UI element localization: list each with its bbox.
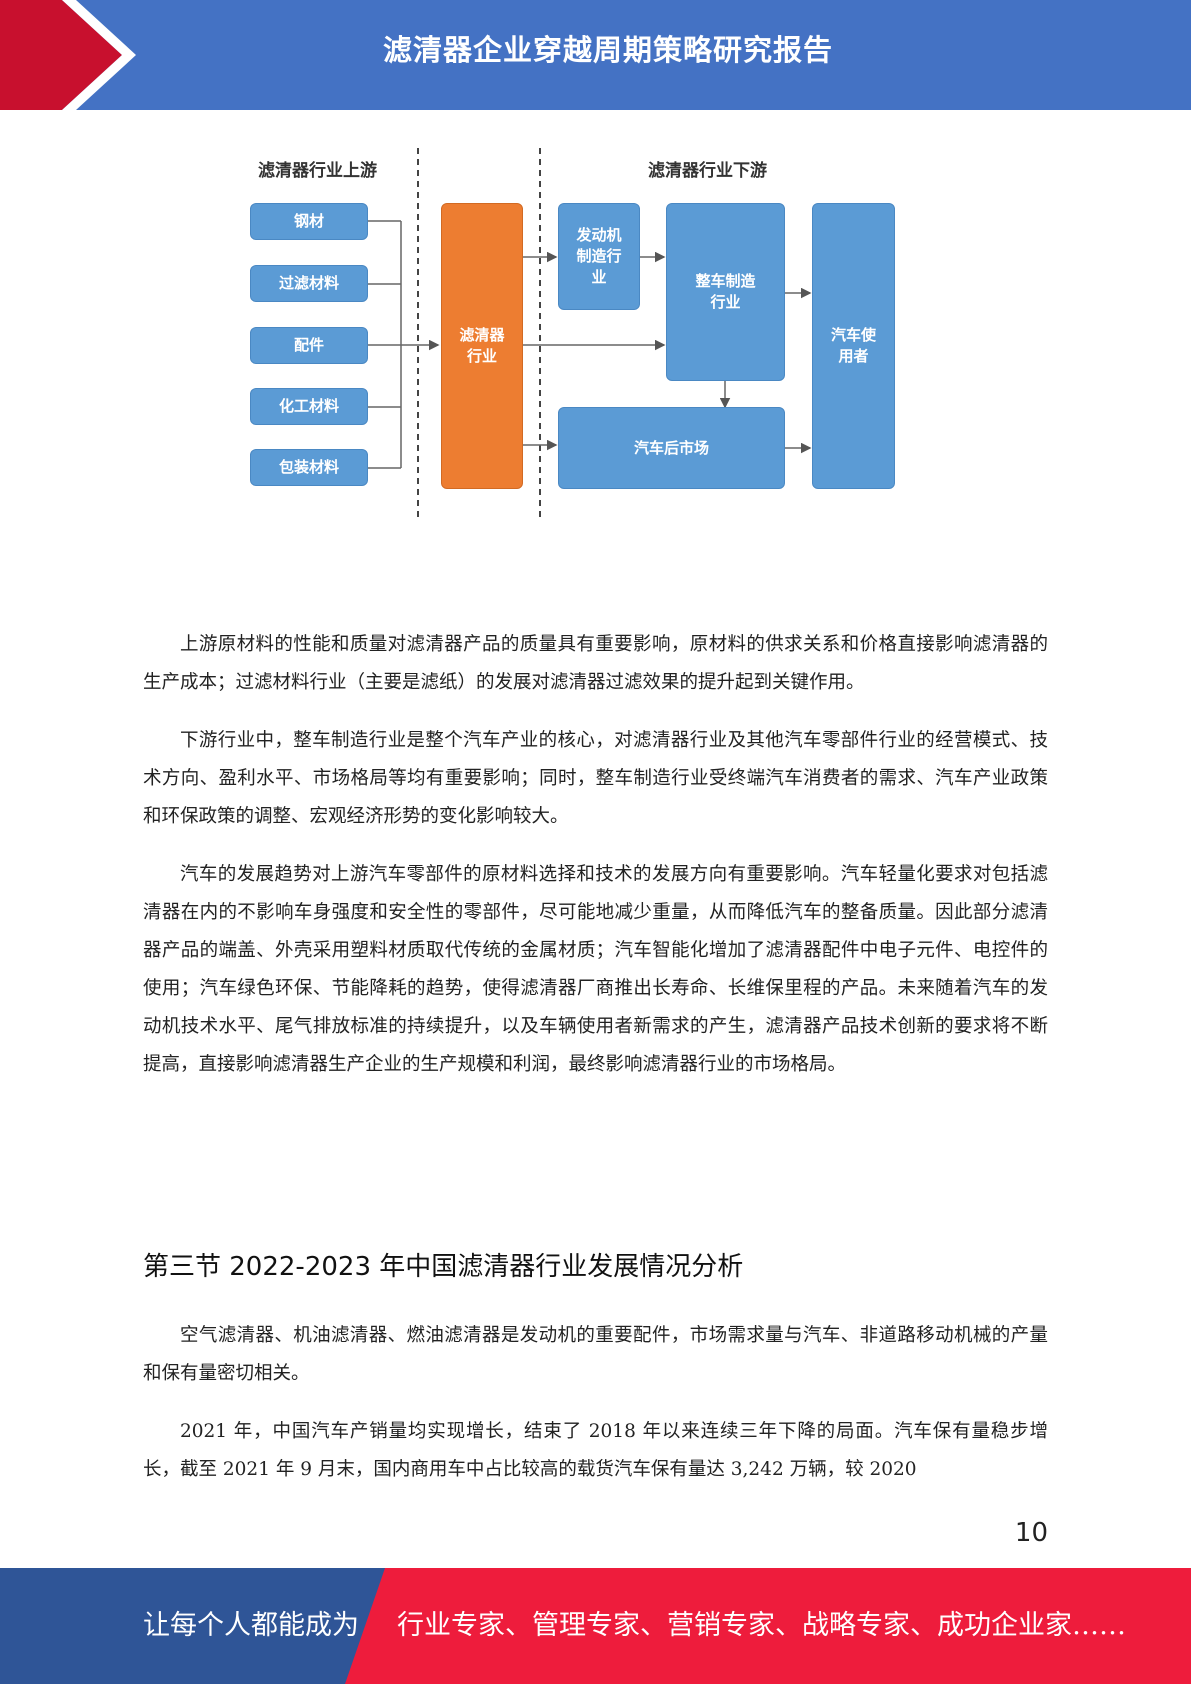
vehicle-user-box: 汽车使 用者 bbox=[812, 203, 895, 489]
report-title: 滤清器企业穿越周期策略研究报告 bbox=[382, 33, 833, 67]
vehicle-manufacturing-box: 整车制造 行业 bbox=[666, 203, 785, 381]
header-chevron-decoration bbox=[0, 0, 136, 110]
upstream-item-parts: 配件 bbox=[250, 327, 368, 364]
paragraph: 空气滤清器、机油滤清器、燃油滤清器是发动机的重要配件，市场需求量与汽车、非道路移… bbox=[143, 1325, 1048, 1384]
upstream-label: 滤清器行业上游 bbox=[258, 161, 377, 181]
upstream-item-steel: 钢材 bbox=[250, 203, 368, 240]
page-header: 滤清器企业穿越周期策略研究报告 bbox=[0, 0, 1191, 110]
footer-slogan-left: 让每个人都能成为 bbox=[143, 1610, 359, 1641]
footer-slogan-right: 行业专家、管理专家、营销专家、战略专家、成功企业家…… bbox=[397, 1610, 1126, 1641]
body-text: 上游原材料的性能和质量对滤清器产品的质量具有重要影响，原材料的供求关系和价格直接… bbox=[143, 626, 1048, 1084]
upstream-item-filter-material: 过滤材料 bbox=[250, 265, 368, 302]
page-number: 10 bbox=[1014, 1518, 1048, 1548]
page-footer: 让每个人都能成为 行业专家、管理专家、营销专家、战略专家、成功企业家…… bbox=[0, 1568, 1191, 1684]
upstream-item-packaging: 包装材料 bbox=[250, 449, 368, 486]
footer-blue-block bbox=[0, 1568, 385, 1684]
aftermarket-box: 汽车后市场 bbox=[558, 407, 785, 489]
upstream-item-chemicals: 化工材料 bbox=[250, 388, 368, 425]
paragraph: 汽车的发展趋势对上游汽车零部件的原材料选择和技术的发展方向有重要影响。汽车轻量化… bbox=[143, 864, 1048, 1075]
engine-manufacturing-box: 发动机 制造行 业 bbox=[558, 203, 640, 310]
diagram-connectors bbox=[368, 148, 812, 518]
section-heading: 第三节 2022-2023 年中国滤清器行业发展情况分析 bbox=[143, 1252, 744, 1282]
filter-industry-box: 滤清器 行业 bbox=[441, 203, 523, 489]
section-body-text: 空气滤清器、机油滤清器、燃油滤清器是发动机的重要配件，市场需求量与汽车、非道路移… bbox=[143, 1317, 1048, 1489]
downstream-label: 滤清器行业下游 bbox=[648, 161, 767, 181]
paragraph: 上游原材料的性能和质量对滤清器产品的质量具有重要影响，原材料的供求关系和价格直接… bbox=[143, 634, 1048, 693]
paragraph: 2021 年，中国汽车产销量均实现增长，结束了 2018 年以来连续三年下降的局… bbox=[143, 1421, 1048, 1480]
paragraph: 下游行业中，整车制造行业是整个汽车产业的核心，对滤清器行业及其他汽车零部件行业的… bbox=[143, 730, 1048, 827]
industry-chain-diagram: 滤清器行业上游 滤清器行业下游 钢材 过滤材料 配件 化工材料 包装材料 滤清器… bbox=[240, 140, 920, 520]
